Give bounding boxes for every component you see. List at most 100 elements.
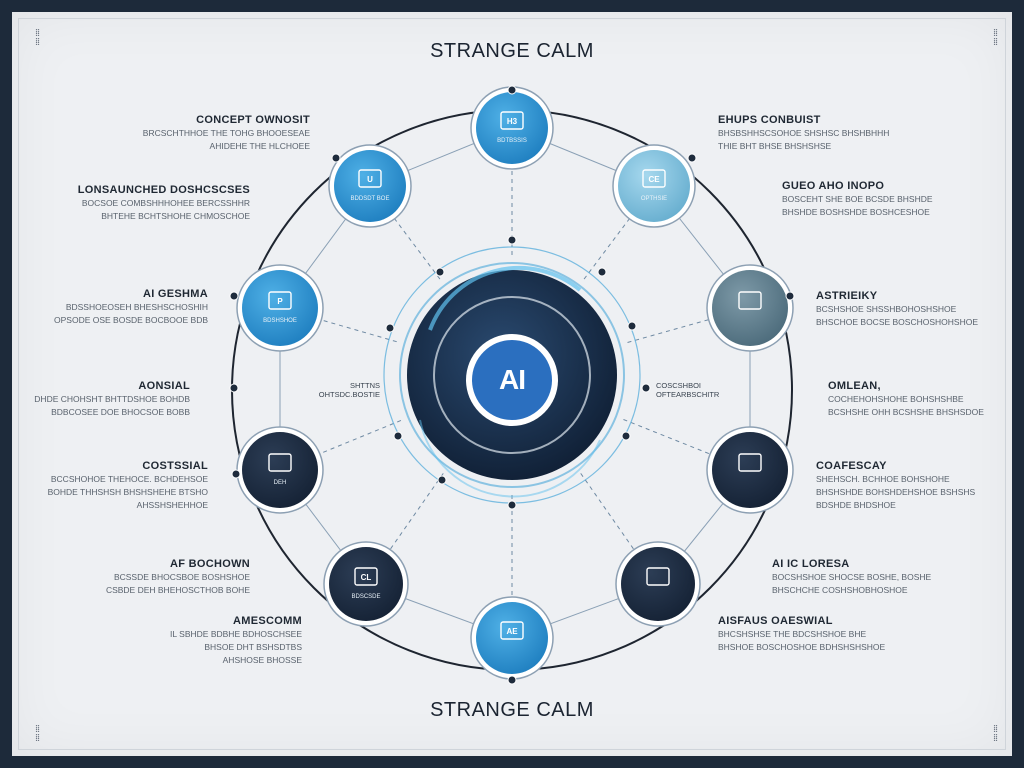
hub-halo-mid — [399, 262, 625, 488]
annotation-heading: AI GESHMA — [142, 288, 208, 300]
hub-inner-ring — [433, 296, 591, 454]
annotation-text: AHIDEHE THE HLCHOEE — [209, 141, 310, 151]
hub-side-right-line-2: OFTEARBSCHITR — [656, 390, 720, 399]
node-icon-upper-right — [642, 169, 666, 188]
node-lower-right[interactable] — [706, 426, 794, 514]
node-icon-text-top: H3 — [507, 117, 518, 126]
hub-side-right-line-1: COSCSHBOI — [656, 381, 702, 390]
annotation-text: BOSCEHT SHE BOE BCSDE BHSHDE — [782, 194, 933, 204]
annotation-heading: AMESCOMM — [232, 615, 302, 627]
annotation-text: BCSSDE BHOCSBOE BOSHSHOE — [113, 572, 250, 582]
node-icon-right — [738, 291, 762, 310]
hub-side-left-line-2: OHTSDC.BOSTIE — [318, 390, 380, 399]
spoke-left — [318, 318, 397, 343]
node-upper-left[interactable]: U BDDSDT BOE — [328, 144, 412, 228]
annotation-text: CSBDE DEH BHEHOSCTHOB BOHE — [105, 585, 250, 595]
annotation-text: BDBCOSEE DOE BHOCSOE BOBB — [51, 407, 190, 417]
connector-dot — [385, 323, 395, 333]
node-icon-text-bottom: AE — [506, 627, 518, 636]
hub-side-label-right: COSCSHBOI OFTEARBSCHITR — [656, 381, 736, 399]
node-bottom-right[interactable] — [615, 541, 701, 627]
annotation-text: BOCSHSHOE SHOCSE BOSHE, BOSHE — [772, 572, 932, 582]
connector-dot — [507, 675, 517, 685]
spoke-lower-left — [316, 420, 402, 456]
node-icon-text-bottom-left: CL — [361, 573, 372, 582]
node-icon-text-left: P — [277, 297, 283, 306]
hub-badge — [472, 340, 552, 420]
title-bottom: STRANGE CALM — [430, 699, 594, 721]
node-bottom-left[interactable]: CL BDSCSDE — [323, 541, 409, 627]
node-icon-top — [500, 111, 524, 130]
connector-dot — [331, 153, 341, 163]
annotation-text: IL SBHDE BDBHE BDHOSCHSEE — [170, 629, 302, 639]
hub-glow-arc — [428, 265, 582, 331]
hub-label: AI — [499, 364, 526, 395]
annotation-heading: AISFAUS OAESWIAL — [718, 615, 833, 627]
spoke-right — [627, 318, 712, 343]
annotation-text: BHTEHE BCHTSHOHE CHMOSCHOE — [101, 211, 250, 221]
annotation-text: BHCSHSHSE THE BDCSHSHOE BHE — [718, 629, 867, 639]
spoke-bottom-left — [388, 473, 444, 552]
node-sub-top: BDTBSSIS — [497, 138, 527, 144]
node-icon-bottom-left — [354, 567, 378, 586]
node-sub-bottom-left: BDSCSDE — [351, 594, 380, 600]
node-sub-upper-left: BDDSDT BOE — [351, 196, 390, 202]
annotation-text: BHSHDE BOSHSHDE BOSHCESHOE — [782, 207, 930, 217]
hub-side-left-line-1: SHTTNS — [350, 381, 380, 390]
connector-dot — [785, 291, 795, 301]
spoke-upper-right — [583, 217, 631, 280]
annotation-text: THIE BHT BHSE BHSHSHSE — [718, 141, 832, 151]
hub-glow-arc-low — [419, 419, 601, 498]
corner-glyph-bottom-right: ⁞⁞⁞⁞ — [992, 722, 998, 744]
annotation-text: BRCSCHTHHOE THE TOHG BHOOESEAE — [142, 128, 310, 138]
node-icon-lower-left — [268, 453, 292, 472]
node-icon-upper-left — [358, 169, 382, 188]
annotation-text: BHSBSHHSCSOHOE SHSHSC BHSHBHHH — [718, 128, 890, 138]
annotation-aisfaus: AISFAUS OAESWIAL BHCSHSHSE THE BDCSHSHOE … — [718, 615, 908, 653]
annotation-heading: COSTSSIAL — [142, 460, 208, 472]
node-sub-upper-right: OPTHSIE — [641, 196, 667, 202]
spoke-bottom-right — [580, 473, 636, 552]
annotation-concept: CONCEPT OWNOSIT BRCSCHTHHOE THE TOHG BHOO… — [120, 114, 310, 152]
annotation-coafescay: COAFESCAY SHEHSCH. BCHHOE BOHSHOHE BHSHSHD… — [816, 460, 1006, 511]
title-top: STRANGE CALM — [430, 40, 594, 62]
annotation-text: AHSSHSHEHHOE — [136, 500, 208, 510]
annotation-text: BCSHSHE OHH BCSHSHE BHSHSDOE — [828, 407, 984, 417]
annotation-heading: LONSAUNCHED DOSHCSCSES — [77, 184, 250, 196]
connector-dot — [229, 291, 239, 301]
annotation-text: SHEHSCH. BCHHOE BOHSHOHE — [816, 474, 950, 484]
node-icon-text-upper-left: U — [367, 175, 373, 184]
annotation-text: BDSHDE BHDSHOE — [816, 500, 896, 510]
connector-dot — [507, 85, 517, 95]
corner-glyph-top-right: ⁞⁞⁞⁞ — [992, 26, 998, 48]
connector-dot — [641, 383, 651, 393]
node-bottom[interactable]: AE — [470, 596, 554, 680]
connector-dot — [437, 475, 447, 485]
node-lower-left[interactable]: DEH — [236, 426, 324, 514]
node-right[interactable] — [706, 264, 794, 352]
annotation-text: BHSHSHDE BOHSHDEHSHOE BSHSHS — [816, 487, 976, 497]
spoke-lower-right — [623, 419, 714, 456]
connector-dot — [229, 383, 239, 393]
connector-dot — [627, 321, 637, 331]
annotation-text: BHSHOE BOSCHOSHOE BDHSHSHSHOE — [718, 642, 886, 652]
corner-glyph-top-left: ⁞⁞⁞⁞ — [34, 26, 40, 48]
node-icon-lower-right — [738, 453, 762, 472]
annotation-text: BCCSHOHOE THEHOCE. BCHDEHSOE — [50, 474, 208, 484]
hub-side-label-left: SHTTNS OHTSDC.BOSTIE — [300, 381, 380, 399]
node-icon-bottom — [500, 621, 524, 640]
annotation-heading: COAFESCAY — [816, 460, 887, 472]
annotation-heading: CONCEPT OWNOSIT — [196, 114, 310, 126]
connector-dot — [621, 431, 631, 441]
annotation-text: COCHEHOHSHOHE BOHSHSHBE — [828, 394, 964, 404]
